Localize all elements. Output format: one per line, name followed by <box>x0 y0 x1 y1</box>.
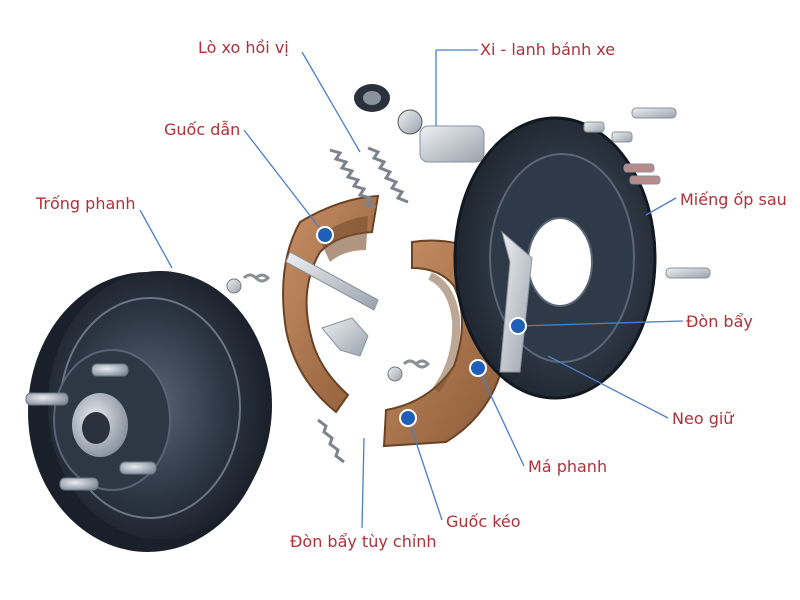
leader-neo-giu <box>547 355 669 419</box>
backing-plate <box>453 116 657 400</box>
leader-guoc-dan <box>243 129 326 236</box>
leading-shoe <box>282 194 380 414</box>
label-lo-xo-hoi-vi: Lò xo hồi vị <box>198 38 289 57</box>
leader-mieng-op-sau <box>645 197 677 216</box>
leader-lines <box>139 49 684 529</box>
leader-don-bay <box>517 320 684 327</box>
return-springs <box>317 146 409 464</box>
lever <box>499 230 533 373</box>
label-guoc-keo: Guốc kéo <box>446 512 521 531</box>
dot-ma-phanh <box>469 359 487 377</box>
leader-trong-phanh <box>139 209 173 269</box>
leader-lo-xo-hoi-vi <box>301 51 361 153</box>
wheel-studs <box>25 363 157 491</box>
hold-down-springs-left <box>226 273 431 382</box>
adjuster-parts <box>285 251 379 357</box>
label-don-bay: Đòn bẩy <box>686 312 753 331</box>
callout-dots <box>316 226 527 427</box>
wheel-cylinder <box>354 84 485 163</box>
label-xi-lanh-banh-xe: Xi - lanh bánh xe <box>480 40 616 59</box>
leader-don-bay-tuy-chinh <box>361 437 365 529</box>
dot-don-bay <box>509 317 527 335</box>
brake-drum <box>25 271 272 552</box>
leader-ma-phanh <box>477 367 525 467</box>
label-don-bay-tuy-chinh: Đòn bẩy tùy chỉnh <box>290 532 437 551</box>
label-neo-giu: Neo giữ <box>672 409 734 428</box>
dot-guoc-keo <box>399 409 417 427</box>
label-guoc-dan: Guốc dẫn <box>164 120 241 139</box>
leader-guoc-keo <box>407 417 443 521</box>
bolts-right <box>583 107 711 279</box>
dot-guoc-dan <box>316 226 334 244</box>
label-ma-phanh: Má phanh <box>528 457 608 476</box>
label-trong-phanh: Trống phanh <box>36 194 136 213</box>
label-mieng-op-sau: Miếng ốp sau <box>680 190 787 209</box>
